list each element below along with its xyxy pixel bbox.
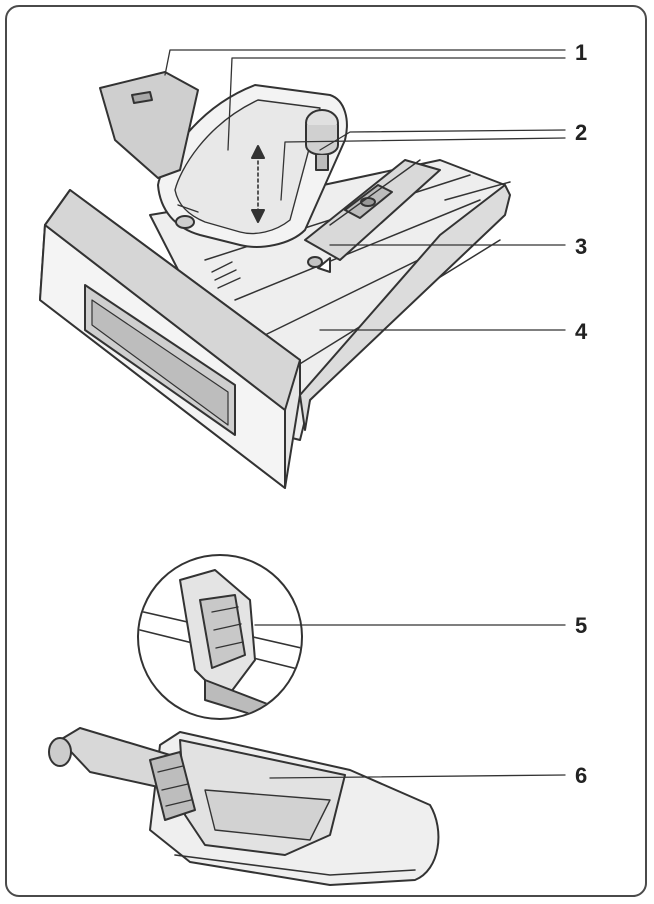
callout-label-4: 4 [575, 319, 588, 344]
detail-circle-5 [137, 554, 303, 720]
detail-latch [199, 594, 246, 669]
leader-1a [164, 49, 566, 76]
insert-neck-tip [48, 737, 72, 767]
leader-1b [227, 57, 566, 151]
detail-base [204, 679, 271, 718]
leader-2a [280, 137, 566, 201]
callout-label-2: 2 [575, 120, 588, 145]
tray-rail-2 [234, 199, 481, 301]
vent-marks [211, 261, 241, 289]
siphon-stem [315, 154, 329, 171]
drawer-handle-recess-inner [91, 299, 229, 426]
callout-label-3: 3 [575, 234, 588, 259]
tray-side-flange [444, 181, 511, 201]
drawer-front-top [44, 189, 301, 411]
siphon-cap-body [305, 124, 339, 156]
liquid-container-inner [174, 99, 321, 235]
callout-label-1: 1 [575, 40, 588, 65]
direction-triangle [317, 257, 331, 273]
tray-side-panel [299, 184, 511, 431]
max-mark [177, 204, 199, 213]
softener-slot [304, 159, 441, 261]
insert-latch-steps [157, 765, 192, 807]
leader-2b [319, 129, 566, 151]
softener-knob [307, 256, 323, 268]
callout-label-6: 6 [575, 763, 588, 788]
insert-latch [149, 751, 196, 821]
level-arrow-head-down [251, 209, 265, 223]
drawer-assembly [39, 71, 511, 489]
diagram-frame [5, 5, 647, 897]
level-arrow-head-up [251, 145, 265, 159]
callout-label-5: 5 [575, 613, 588, 638]
slider-grip [360, 197, 376, 207]
insert-bottom-lip [174, 854, 416, 876]
detail-latch-steps [211, 606, 244, 649]
insert-cup-floor [204, 789, 331, 841]
container-drain-knob [175, 215, 195, 229]
leader-6 [269, 774, 566, 779]
slider-track [329, 159, 421, 226]
leader-lines [164, 49, 566, 779]
powder-insert [48, 727, 440, 886]
lid-flap-tab [131, 91, 153, 104]
